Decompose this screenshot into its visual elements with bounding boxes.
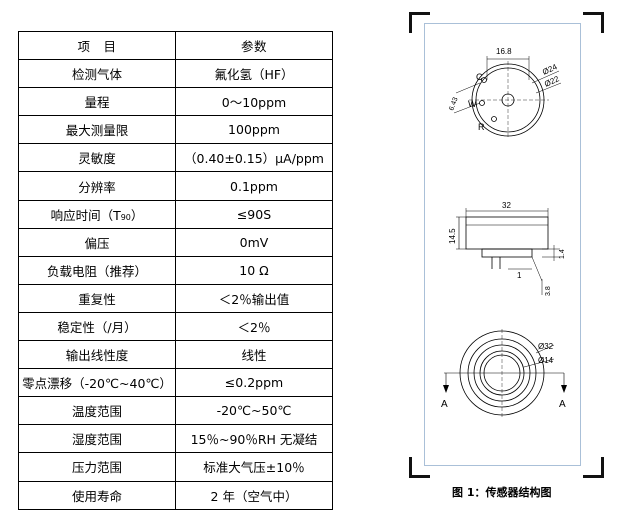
row-item: 负载电阻（推荐） xyxy=(18,255,176,285)
table-row: 输出线性度线性 xyxy=(18,340,333,370)
row-item: 偏压 xyxy=(18,227,176,257)
row-item: 检测气体 xyxy=(18,59,176,89)
top-dim-width: 16.8 xyxy=(496,47,512,56)
row-value: 氟化氢（HF） xyxy=(175,59,333,89)
table-row: 温度范围-20℃~50℃ xyxy=(18,396,333,426)
side-dim-step: 1.4 xyxy=(559,249,566,259)
table-row: 灵敏度（0.40±0.15）μA/ppm xyxy=(18,143,333,173)
row-item-prefix: 响应时间（T xyxy=(50,207,121,223)
row-item: 输出线性度 xyxy=(18,340,176,370)
row-item-suffix: ） xyxy=(130,207,144,223)
row-item: 灵敏度 xyxy=(18,143,176,173)
crop-mark-bottom-left xyxy=(409,457,430,478)
top-view xyxy=(453,56,562,139)
table-row: 响应时间（T90）≤90S xyxy=(18,199,333,229)
row-value: （0.40±0.15）μA/ppm xyxy=(175,143,333,173)
row-item: 重复性 xyxy=(18,283,176,313)
pin-label-c: C xyxy=(476,72,483,82)
row-value: 0.1ppm xyxy=(175,171,333,201)
sensor-structure-drawing: 16.8 Ø24 Ø22 6.43 C W R 32 14.5 1.4 1 3.… xyxy=(441,47,567,417)
figure-panel xyxy=(424,23,581,466)
row-item: 稳定性（/月） xyxy=(18,311,176,342)
header-param: 参数 xyxy=(175,30,333,61)
section-label-left: A xyxy=(441,399,448,410)
row-value: 0mV xyxy=(175,227,333,257)
table-row: 检测气体氟化氢（HF） xyxy=(18,59,333,89)
row-value: ＜2％ xyxy=(175,311,333,342)
row-item: 零点漂移（-20℃~40℃） xyxy=(18,368,176,398)
row-value: ≤0.2ppm xyxy=(175,368,333,398)
side-dim-width: 32 xyxy=(502,201,511,210)
row-item: 温度范围 xyxy=(18,396,176,426)
crop-mark-bottom-right xyxy=(583,457,604,478)
side-dim-pin-len: 3.8 xyxy=(545,286,552,296)
side-dim-pin-gap: 1 xyxy=(517,271,522,280)
table-row: 压力范围标准大气压±10％ xyxy=(18,452,333,482)
section-label-right: A xyxy=(559,399,566,410)
bottom-dim-outer-dia: Ø32 xyxy=(538,342,554,351)
table-header-row: 项 目参数 xyxy=(18,30,333,61)
row-value: 线性 xyxy=(175,340,333,370)
header-item: 项 目 xyxy=(18,30,176,61)
row-value: 标准大气压±10％ xyxy=(175,452,333,482)
pin-label-r: R xyxy=(478,122,485,132)
row-value: 2 年（空气中） xyxy=(175,480,333,510)
row-value: 10 Ω xyxy=(175,255,333,285)
figure-caption: 图 1：传感器结构图 xyxy=(452,486,552,499)
bottom-view xyxy=(444,329,565,417)
row-item: 最大测量限 xyxy=(18,115,176,145)
table-row: 负载电阻（推荐）10 Ω xyxy=(18,255,333,285)
pin-label-w: W xyxy=(468,99,477,109)
crop-mark-top-left xyxy=(409,12,430,33)
row-value: 0～10ppm xyxy=(175,87,333,117)
section-arrow-right xyxy=(561,385,567,393)
side-view xyxy=(456,208,560,295)
row-value: -20℃~50℃ xyxy=(175,396,333,426)
crop-mark-top-right xyxy=(583,12,604,33)
side-dim-height: 14.5 xyxy=(448,228,457,244)
bottom-dim-inner-dia: Ø14 xyxy=(538,356,554,365)
row-item: 响应时间（T90） xyxy=(18,199,176,229)
row-item: 压力范围 xyxy=(18,452,176,482)
table-row: 重复性＜2％输出值 xyxy=(18,283,333,313)
row-item: 分辨率 xyxy=(18,171,176,201)
row-item: 量程 xyxy=(18,87,176,117)
top-dim-pin: 6.43 xyxy=(448,96,459,111)
row-item: 湿度范围 xyxy=(18,424,176,454)
row-item: 使用寿命 xyxy=(18,480,176,510)
section-arrow-left xyxy=(443,385,449,393)
table-row: 零点漂移（-20℃~40℃）≤0.2ppm xyxy=(18,368,333,398)
row-value: ＜2％输出值 xyxy=(175,283,333,313)
table-row: 稳定性（/月）＜2％ xyxy=(18,311,333,342)
row-value: 15％~90％RH 无凝结 xyxy=(175,424,333,454)
row-item-subscript: 90 xyxy=(120,212,131,222)
row-value: 100ppm xyxy=(175,115,333,145)
row-value: ≤90S xyxy=(175,199,333,229)
